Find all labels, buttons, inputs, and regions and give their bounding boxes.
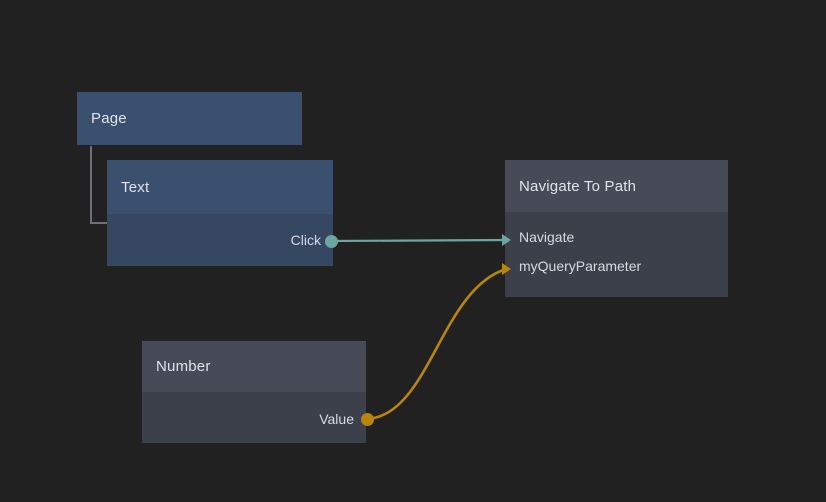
edge-value-to-queryparameter	[365, 267, 508, 421]
port-row-navigate[interactable]: Navigate	[505, 222, 728, 251]
node-text-body: Click	[107, 214, 333, 266]
node-text[interactable]: Text Click	[107, 160, 333, 266]
port-label-click: Click	[290, 231, 321, 248]
node-text-title: Text	[107, 160, 333, 214]
node-navigate-to-path-title: Navigate To Path	[505, 160, 728, 212]
node-page[interactable]: Page	[77, 92, 302, 145]
hierarchy-connector	[90, 146, 111, 224]
node-navigate-to-path[interactable]: Navigate To Path Navigate myQueryParamet…	[505, 160, 728, 297]
port-connector-click-out[interactable]	[325, 235, 338, 248]
node-number-body: Value	[142, 392, 366, 443]
node-navigate-to-path-body: Navigate myQueryParameter	[505, 212, 728, 297]
port-connector-navigate-in[interactable]	[502, 234, 511, 246]
port-label-value: Value	[319, 410, 354, 427]
port-row-myqueryparameter[interactable]: myQueryParameter	[505, 251, 728, 280]
port-row-value[interactable]: Value	[142, 404, 366, 433]
port-connector-value-out[interactable]	[361, 413, 374, 426]
node-number-title: Number	[142, 341, 366, 392]
port-connector-myqueryparameter-in[interactable]	[502, 263, 511, 275]
node-page-title: Page	[77, 92, 302, 145]
port-label-myqueryparameter: myQueryParameter	[519, 257, 642, 274]
edge-click-to-navigate	[330, 238, 507, 243]
node-number[interactable]: Number Value	[142, 341, 366, 443]
port-label-navigate: Navigate	[519, 228, 575, 245]
port-row-click[interactable]: Click	[107, 225, 333, 254]
